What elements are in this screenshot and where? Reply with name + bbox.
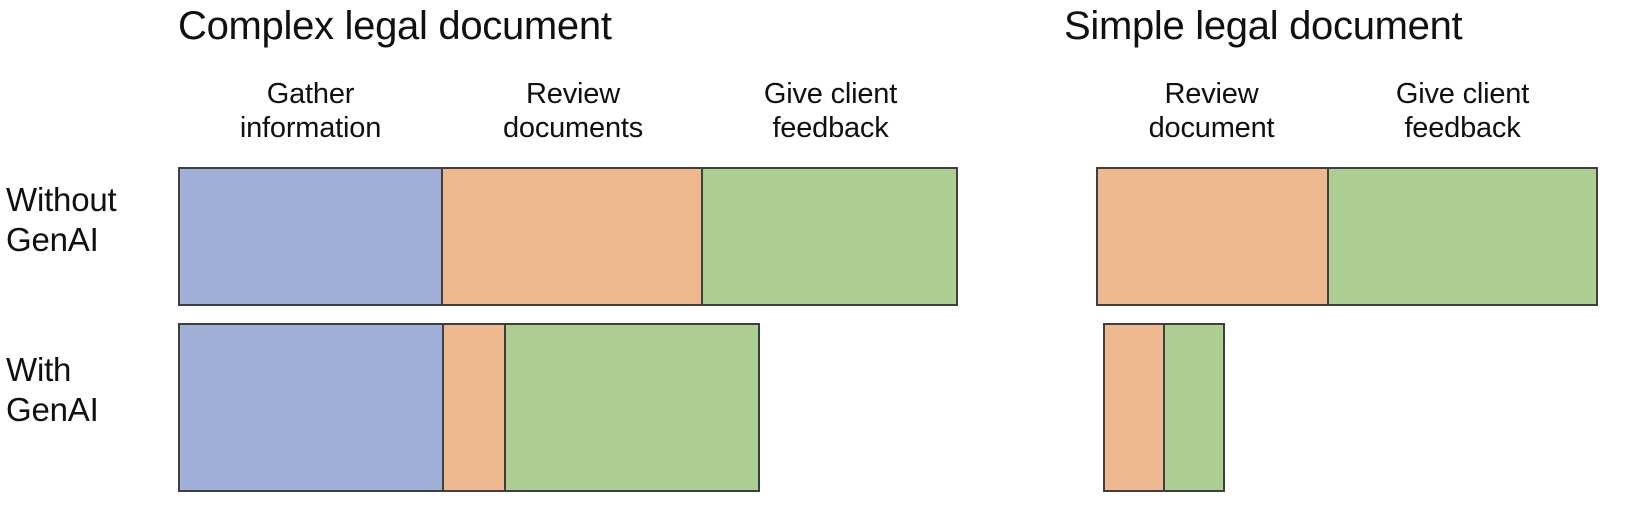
bar-segment-give-client-feedback[interactable] (1163, 323, 1225, 492)
bar-simple-with-genai (1103, 323, 1225, 492)
segment-label-line2: feedback (1404, 111, 1521, 144)
panel-title-complex: Complex legal document (178, 4, 612, 48)
segment-label-line1: Review (526, 78, 620, 110)
bar-simple-without-genai (1096, 167, 1598, 306)
row-label-line1: With (6, 351, 72, 388)
bar-segment-give-client-feedback[interactable] (701, 167, 958, 306)
bar-segment-review-documents[interactable] (442, 323, 506, 492)
segment-label-line2: feedback (772, 111, 889, 144)
row-label-line2: GenAI (6, 220, 99, 258)
segment-label-gather-information: Gather information (178, 78, 443, 146)
segment-label-line1: Gather (266, 78, 355, 110)
segment-label-line2: documents (502, 111, 644, 144)
segment-label-give-client-feedback: Give client feedback (1327, 78, 1598, 146)
bar-segment-gather-information[interactable] (178, 167, 443, 306)
segment-label-line1: Give client (1395, 78, 1530, 110)
row-label-with-genai: With GenAI (6, 350, 171, 429)
segment-label-line1: Give client (763, 78, 898, 110)
panel-title-simple: Simple legal document (1064, 4, 1463, 48)
bar-segment-review-documents[interactable] (441, 167, 703, 306)
bar-segment-give-client-feedback[interactable] (1327, 167, 1598, 306)
segment-label-review-documents: Review documents (443, 78, 703, 146)
bar-segment-review-document[interactable] (1103, 323, 1165, 492)
segment-label-line2: information (239, 111, 382, 144)
bar-complex-with-genai (178, 323, 760, 492)
bar-complex-without-genai (178, 167, 958, 306)
bar-segment-gather-information[interactable] (178, 323, 444, 492)
row-label-line1: Without (6, 181, 117, 218)
segment-label-review-document: Review document (1096, 78, 1327, 146)
bar-segment-give-client-feedback[interactable] (504, 323, 760, 492)
segment-label-give-client-feedback: Give client feedback (703, 78, 958, 146)
row-label-without-genai: Without GenAI (6, 180, 171, 259)
segment-label-line2: document (1148, 111, 1275, 144)
segment-label-line1: Review (1164, 78, 1259, 110)
row-label-line2: GenAI (6, 390, 99, 428)
bar-segment-review-document[interactable] (1096, 167, 1329, 306)
